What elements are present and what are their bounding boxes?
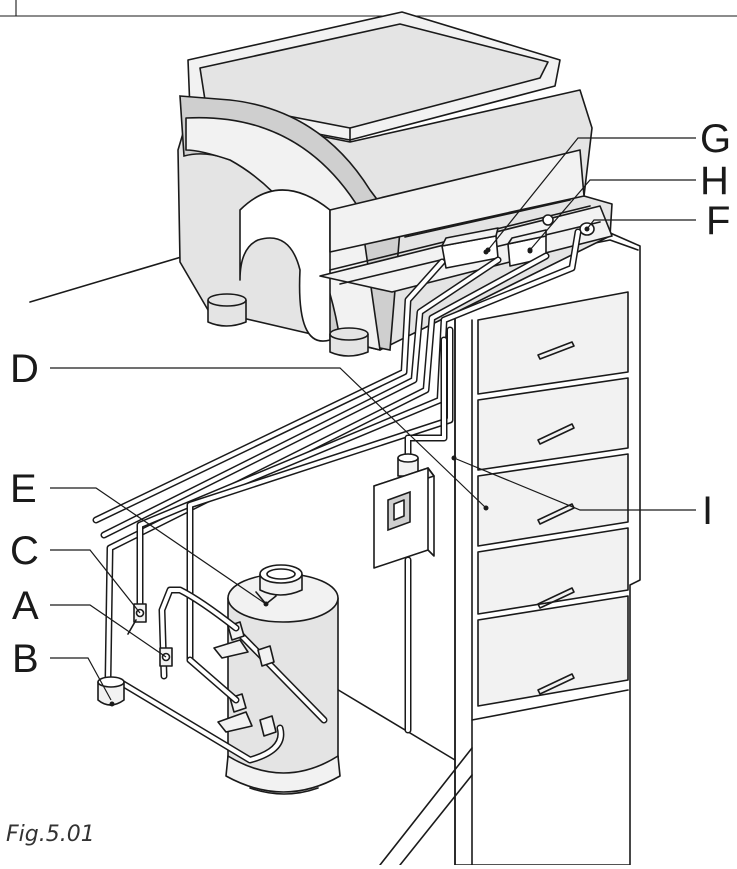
label-g: G <box>700 117 732 161</box>
label-d: D <box>10 347 39 391</box>
softener-valve-top <box>213 621 328 724</box>
softener-cap <box>259 564 303 596</box>
drawer-2 <box>477 377 629 471</box>
espresso-machine <box>177 11 613 357</box>
water-softener-e <box>213 564 341 795</box>
page-frame <box>0 0 737 17</box>
machine-foot-right <box>329 327 369 357</box>
label-i: I <box>702 489 714 533</box>
label-c: C <box>10 529 39 573</box>
drain-b <box>97 676 125 707</box>
inlet-pipes <box>108 586 285 764</box>
label-h: H <box>700 159 729 203</box>
cabinet <box>454 231 641 866</box>
label-a: A <box>12 584 39 628</box>
figure-caption: Fig.5.01 <box>6 822 95 847</box>
label-f: F <box>706 199 731 243</box>
drawer-5 <box>477 595 629 707</box>
pipe-bundle <box>92 228 582 684</box>
drawer-4 <box>477 527 629 615</box>
floor-lines <box>29 254 473 866</box>
label-e: E <box>10 467 37 511</box>
leader-lines <box>50 137 696 701</box>
machine-foot-left <box>207 293 247 327</box>
switch-box-d <box>373 336 448 734</box>
drawer-1 <box>477 291 629 395</box>
label-b: B <box>12 637 39 681</box>
